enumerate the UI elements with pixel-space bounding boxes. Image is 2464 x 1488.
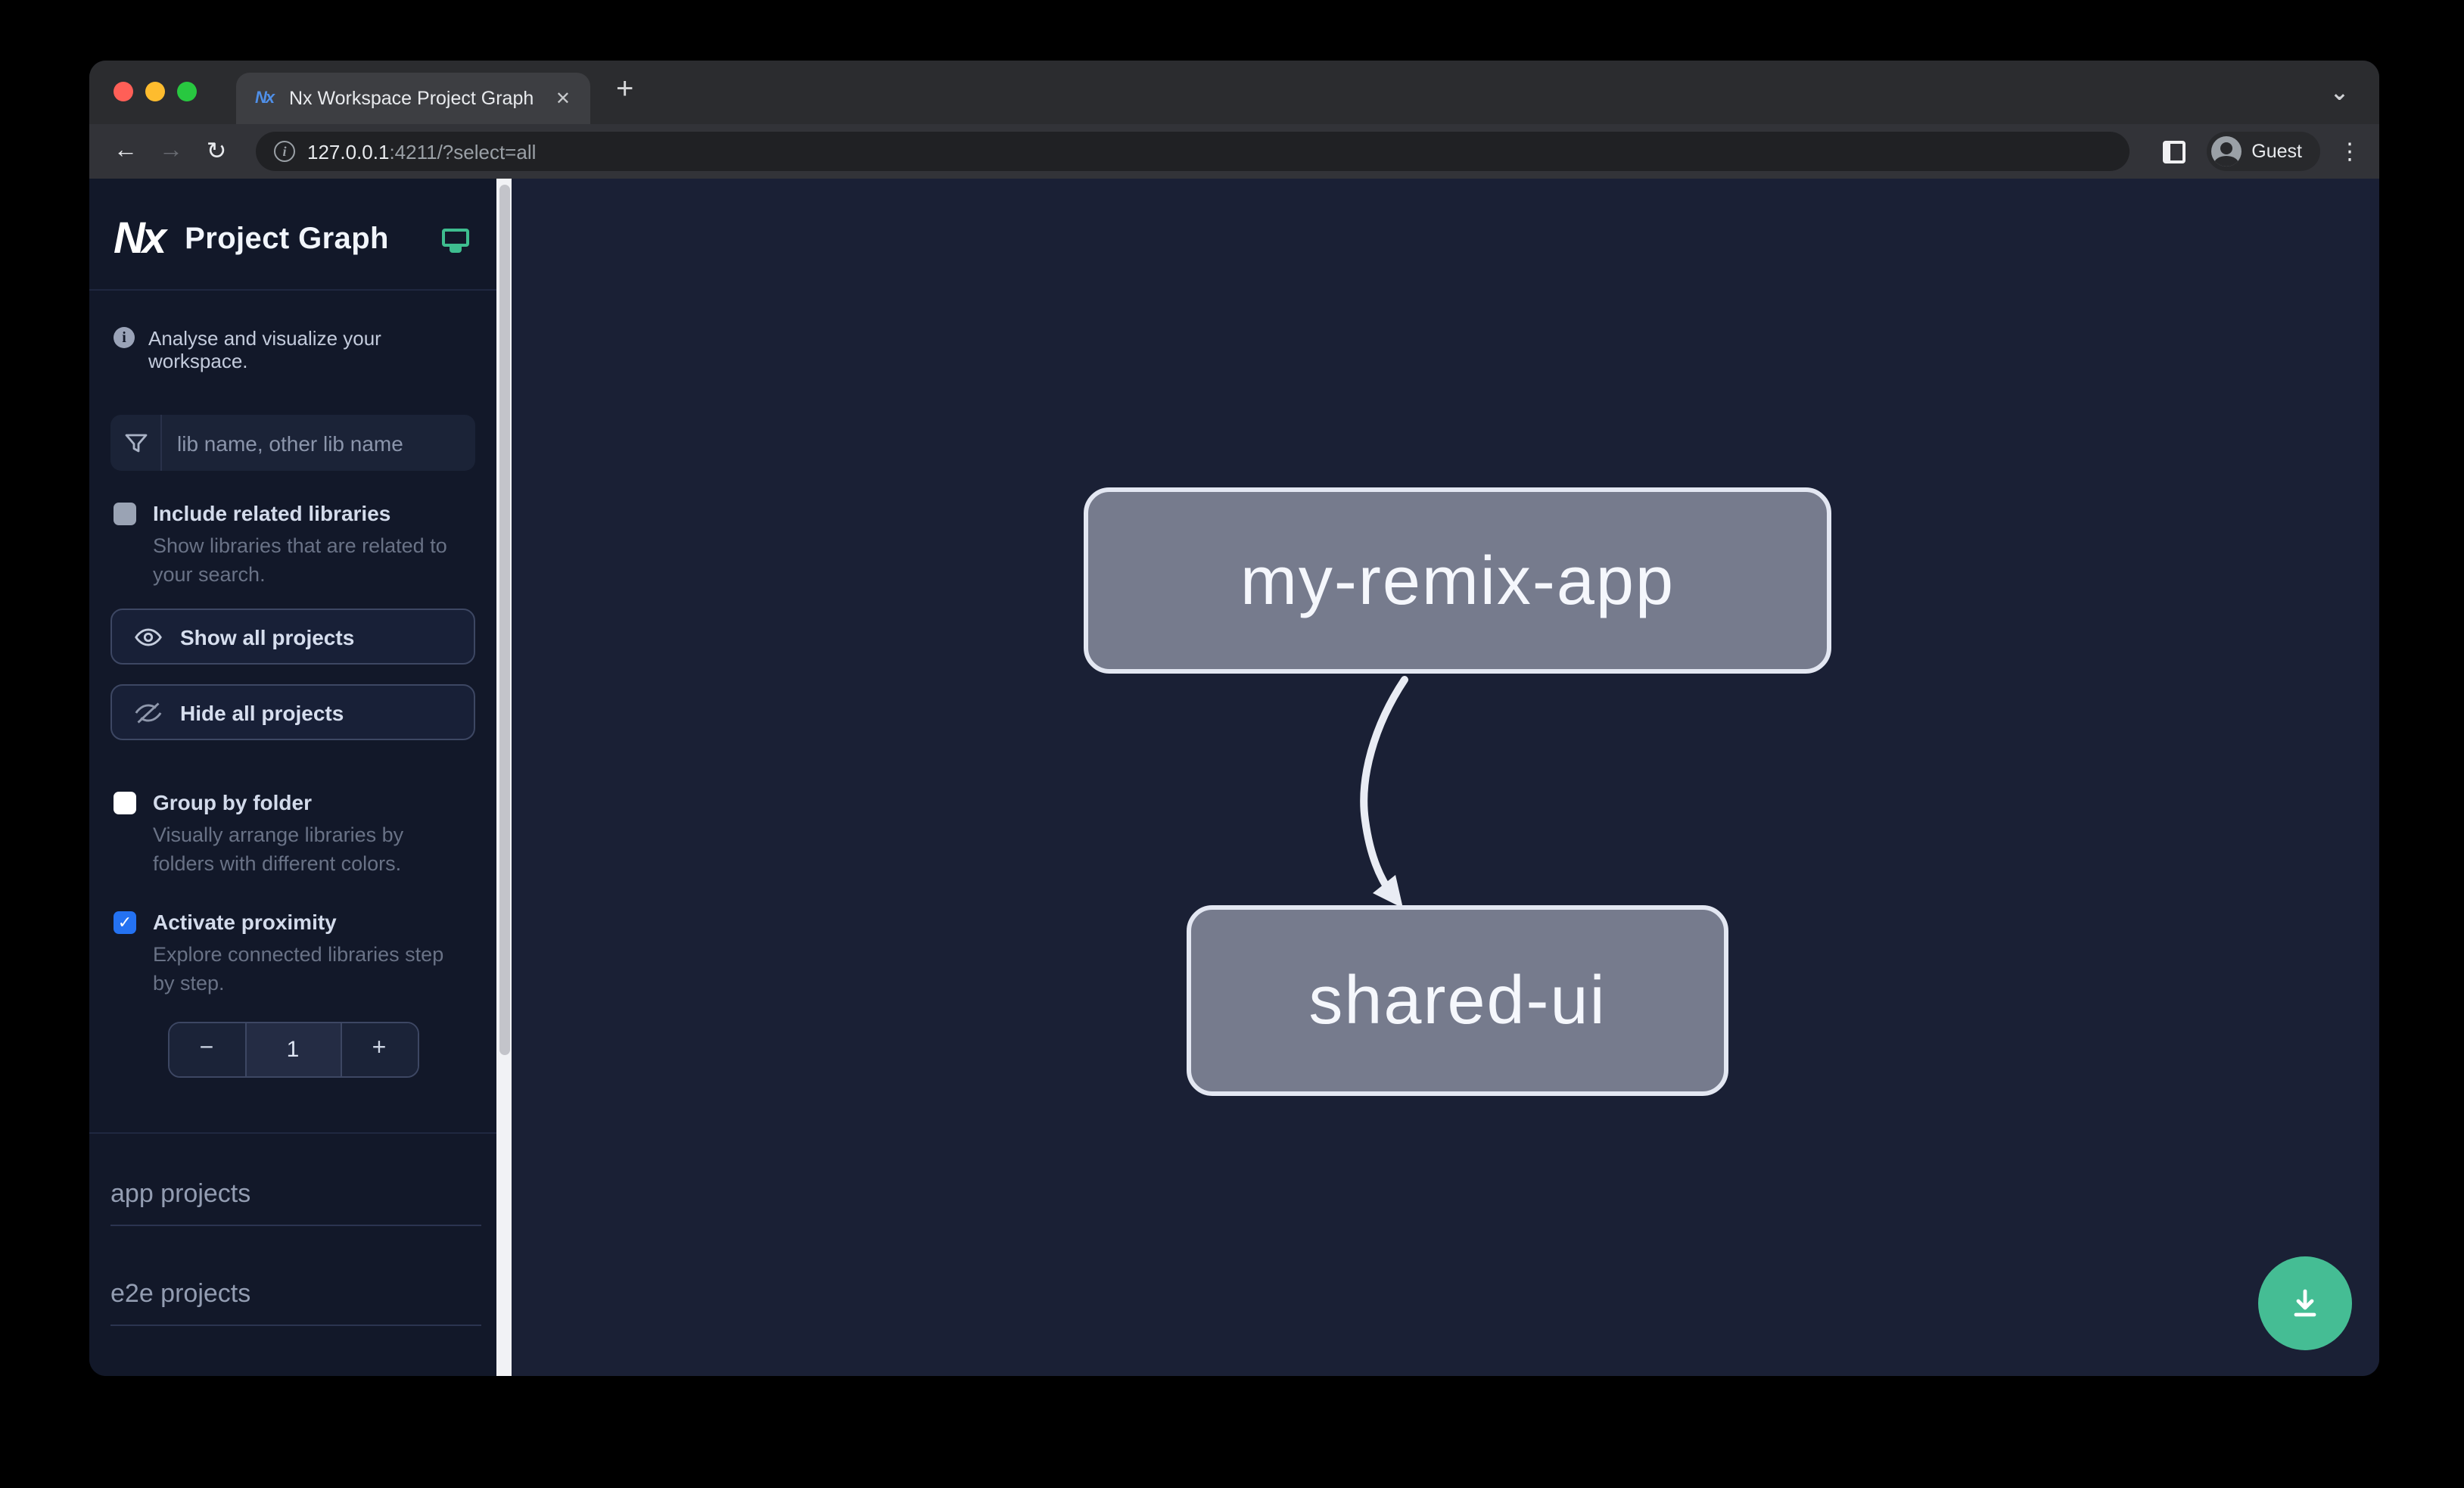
group-by-folder-label: Group by folder — [153, 790, 312, 815]
page-content: Nx Project Graph i Analyse and visualize… — [89, 179, 2379, 1376]
activate-proximity-label: Activate proximity — [153, 909, 337, 934]
address-bar[interactable]: i 127.0.0.1:4211/?select=all — [256, 132, 2130, 171]
url-text: 127.0.0.1:4211/?select=all — [307, 140, 536, 163]
profile-label: Guest — [2251, 141, 2302, 162]
filter-box — [110, 415, 475, 471]
group-by-folder-checkbox-row: Group by folder Visually arrange librari… — [114, 791, 472, 879]
browser-toolbar: ← → ↻ i 127.0.0.1:4211/?select=all Guest… — [89, 124, 2379, 179]
avatar-icon — [2210, 136, 2242, 167]
browser-tab[interactable]: Nx Nx Workspace Project Graph ✕ — [236, 73, 590, 124]
zoom-window-button[interactable] — [177, 82, 197, 101]
info-icon: i — [114, 327, 135, 348]
activate-proximity-checkbox[interactable]: ✓ — [114, 911, 136, 934]
proximity-depth-stepper: − 1 + — [167, 1021, 418, 1078]
decrement-button[interactable]: − — [169, 1023, 244, 1076]
nx-favicon-icon: Nx — [254, 89, 275, 107]
rankdir-monitor-icon[interactable] — [442, 228, 469, 252]
include-related-description: Show libraries that are related to your … — [153, 534, 447, 587]
sidebar-header: Nx Project Graph — [89, 179, 496, 291]
download-graph-button[interactable] — [2258, 1256, 2352, 1350]
tab-strip: Nx Nx Workspace Project Graph ✕ + ⌄ — [89, 61, 2379, 124]
back-icon[interactable]: ← — [114, 138, 138, 163]
increment-button[interactable]: + — [341, 1023, 417, 1076]
hide-all-projects-label: Hide all projects — [180, 700, 344, 725]
dependency-edge[interactable] — [512, 179, 2379, 1376]
scrollbar-thumb[interactable] — [499, 185, 509, 1055]
tab-close-icon[interactable]: ✕ — [555, 88, 571, 109]
section-app-projects[interactable]: app projects — [110, 1179, 481, 1226]
reload-icon[interactable]: ↻ — [206, 139, 227, 165]
browser-window: Nx Nx Workspace Project Graph ✕ + ⌄ ← → … — [89, 61, 2379, 1376]
download-icon — [2294, 1289, 2316, 1317]
group-by-folder-description: Visually arrange libraries by folders wi… — [153, 823, 404, 876]
group-by-folder-checkbox[interactable] — [114, 792, 136, 815]
site-info-icon[interactable]: i — [274, 141, 295, 162]
tab-overview-chevron-icon[interactable]: ⌄ — [2329, 80, 2349, 106]
activate-proximity-description: Explore connected libraries step by step… — [153, 942, 444, 995]
close-window-button[interactable] — [114, 82, 133, 101]
window-controls — [114, 82, 197, 101]
sidebar-scrollbar[interactable] — [496, 179, 512, 1376]
graph-canvas[interactable]: my-remix-app shared-ui — [512, 179, 2379, 1376]
tab-title: Nx Workspace Project Graph — [289, 88, 534, 109]
eye-icon — [135, 628, 162, 646]
include-related-label: Include related libraries — [153, 501, 391, 525]
tagline-row: i Analyse and visualize your workspace. — [114, 327, 472, 372]
section-e2e-projects[interactable]: e2e projects — [110, 1279, 481, 1326]
minimize-window-button[interactable] — [145, 82, 165, 101]
activate-proximity-checkbox-row: ✓ Activate proximity Explore connected l… — [114, 909, 472, 998]
browser-menu-icon[interactable]: ⋮ — [2338, 139, 2361, 165]
node-my-remix-app[interactable]: my-remix-app — [1084, 487, 1831, 674]
project-lists: app projects e2e projects — [89, 1132, 496, 1326]
node-shared-ui[interactable]: shared-ui — [1187, 905, 1728, 1096]
show-all-projects-label: Show all projects — [180, 624, 355, 649]
funnel-icon — [110, 415, 162, 471]
page-title: Project Graph — [185, 223, 389, 256]
new-tab-button[interactable]: + — [616, 73, 634, 106]
include-related-checkbox-row: Include related libraries Show libraries… — [114, 501, 472, 590]
include-related-checkbox[interactable] — [114, 503, 136, 525]
show-all-projects-button[interactable]: Show all projects — [110, 609, 475, 665]
profile-chip[interactable]: Guest — [2206, 132, 2320, 171]
hide-all-projects-button[interactable]: Hide all projects — [110, 684, 475, 741]
eye-off-icon — [135, 702, 162, 724]
forward-icon: → — [159, 138, 183, 163]
url-path: :4211/?select=all — [389, 140, 537, 163]
tagline-text: Analyse and visualize your workspace. — [148, 327, 381, 372]
depth-value[interactable]: 1 — [244, 1023, 341, 1076]
url-host: 127.0.0.1 — [307, 140, 390, 163]
nx-logo: Nx — [114, 215, 166, 263]
side-panel-icon[interactable] — [2162, 140, 2186, 163]
sidebar: Nx Project Graph i Analyse and visualize… — [89, 179, 496, 1376]
filter-input[interactable] — [162, 431, 475, 455]
